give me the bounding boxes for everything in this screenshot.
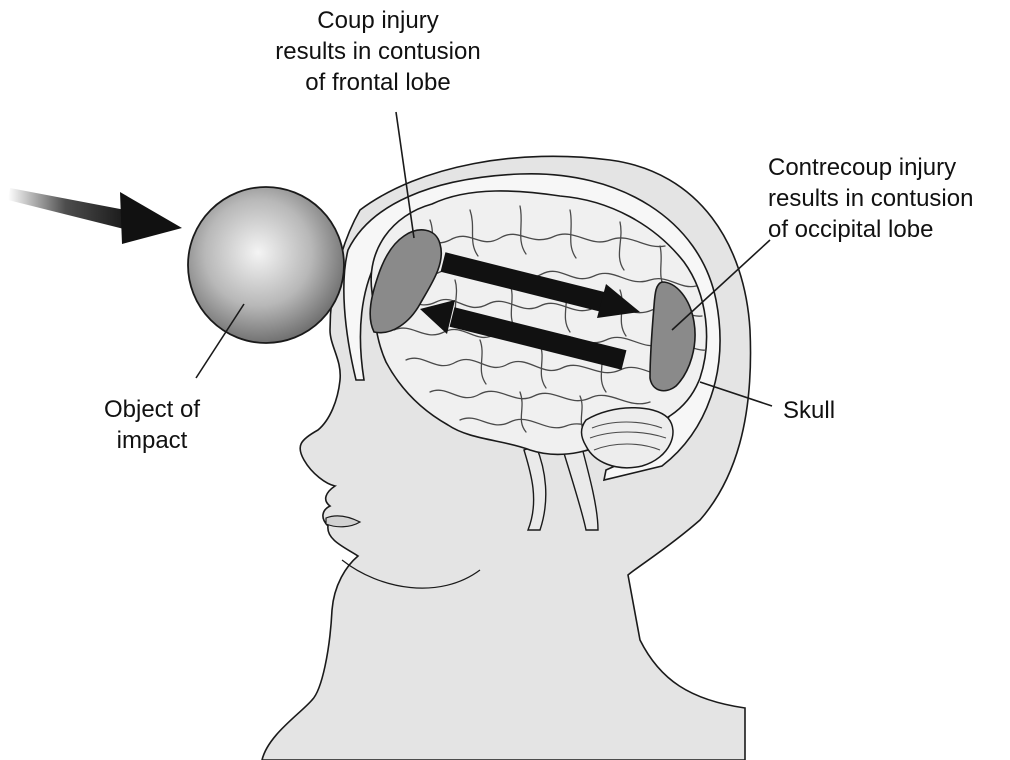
label-line: impact <box>82 425 222 456</box>
label-coup-injury: Coup injury results in contusion of fron… <box>258 5 498 98</box>
label-line: results in contusion <box>258 36 498 67</box>
label-line: of frontal lobe <box>258 67 498 98</box>
label-object-of-impact: Object of impact <box>82 394 222 456</box>
label-line: Skull <box>783 395 835 426</box>
label-contrecoup-injury: Contrecoup injury results in contusion o… <box>768 152 973 245</box>
label-line: of occipital lobe <box>768 214 973 245</box>
label-line: results in contusion <box>768 183 973 214</box>
label-line: Contrecoup injury <box>768 152 973 183</box>
label-line: Object of <box>82 394 222 425</box>
impact-motion-arrow <box>8 188 182 244</box>
label-line: Coup injury <box>258 5 498 36</box>
label-skull: Skull <box>783 395 835 426</box>
object-of-impact-ball <box>188 187 344 343</box>
